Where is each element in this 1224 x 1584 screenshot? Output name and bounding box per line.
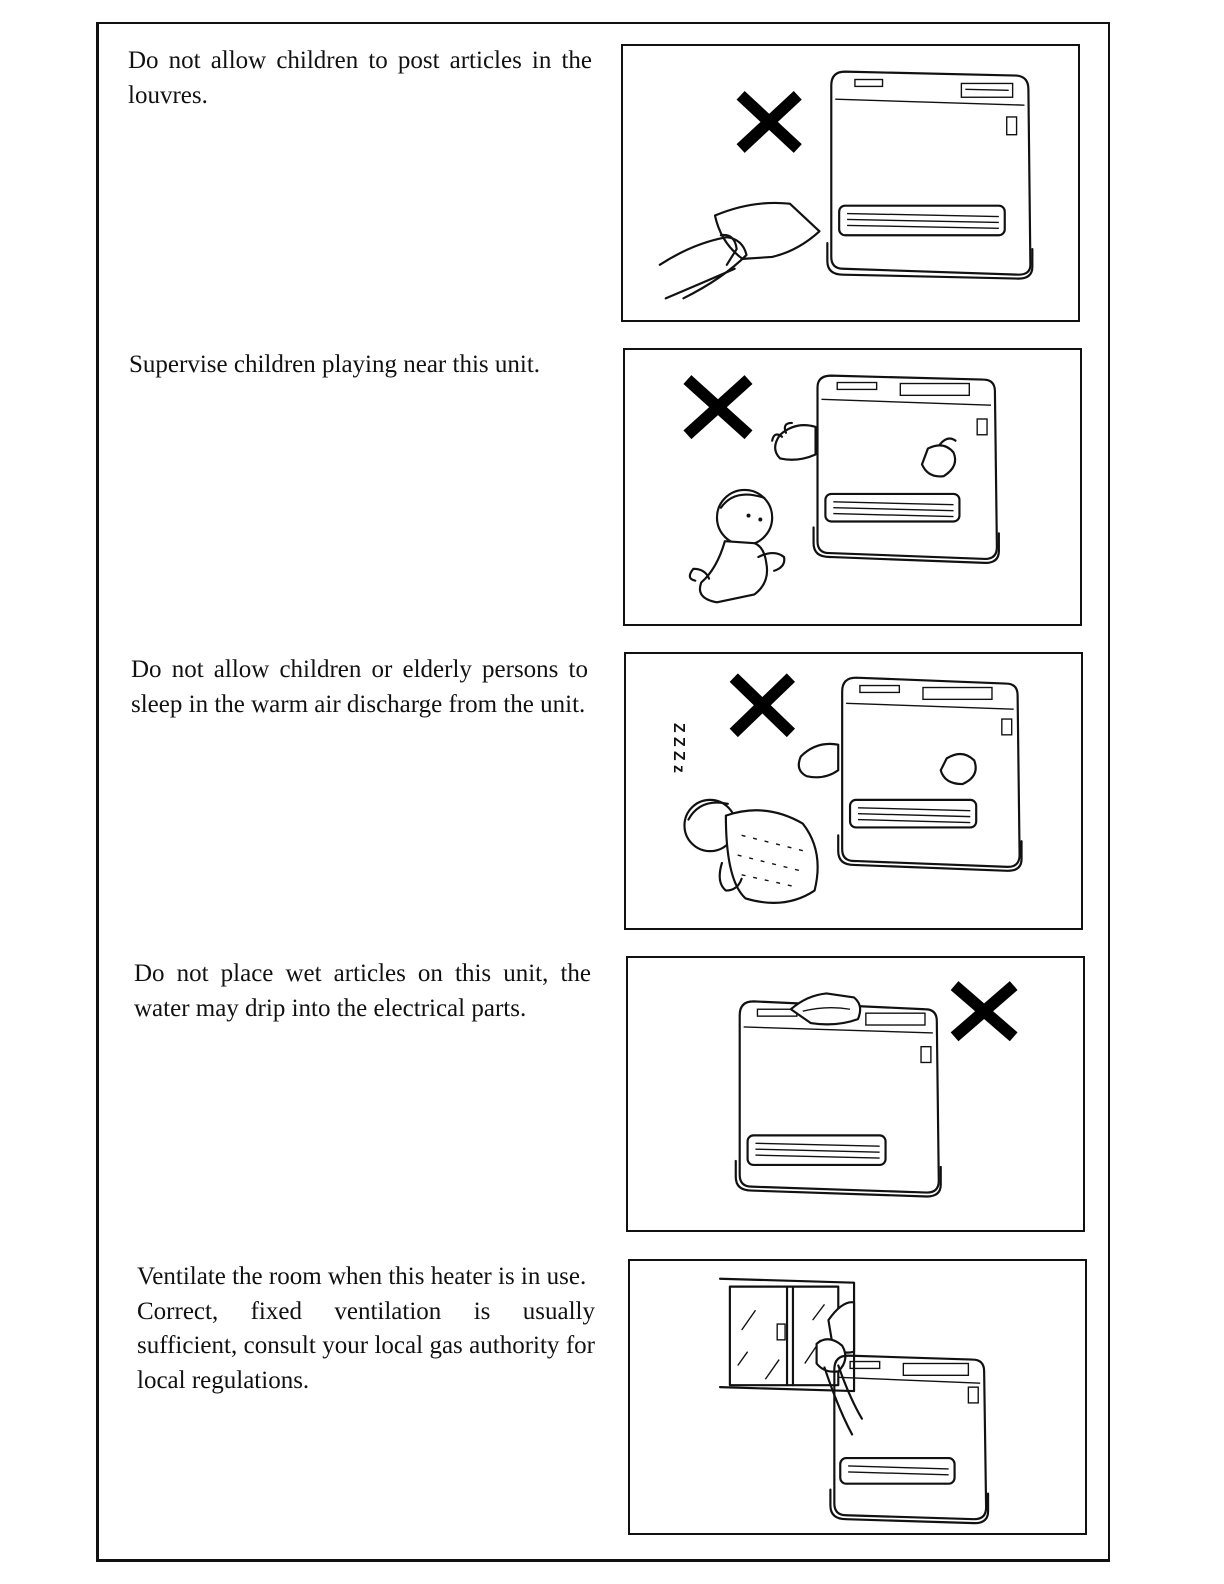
section-3-paragraph: Do not allow children or elderly persons… [131, 656, 588, 718]
wet-article-heater-drawing [734, 981, 1018, 1198]
section-2-text: Supervise children playing near this uni… [129, 348, 588, 383]
section-2-illustration [623, 348, 1082, 626]
sleeping-child-heater-drawing: Z Z Z z [670, 673, 1023, 904]
section-4-illustration [626, 956, 1085, 1232]
hand-opening-window-icon [815, 1338, 864, 1436]
section-1-paragraph: Do not allow children to post articles i… [128, 47, 592, 109]
window-icon [718, 1277, 856, 1393]
section-5-text: Ventilate the room when this heater is i… [137, 1260, 595, 1398]
section-4-paragraph: Do not place wet articles on this unit, … [134, 960, 591, 1022]
section-3-illustration: Z Z Z z [624, 652, 1083, 930]
child-hand-icon [771, 421, 957, 478]
sleeping-child-icon [683, 798, 819, 904]
page-frame [96, 22, 1110, 1562]
ventilation-window-drawing [718, 1277, 990, 1525]
cross-mark-icon [736, 90, 802, 153]
section-1-illustration [621, 44, 1080, 322]
cross-mark-icon [683, 375, 753, 440]
cross-mark-icon [950, 981, 1018, 1042]
heater-icon [812, 374, 1000, 564]
heater-icon [797, 676, 1023, 872]
heater-louvres-drawing [658, 70, 1034, 300]
section-3-text: Do not allow children or elderly persons… [131, 653, 588, 722]
section-4-text: Do not place wet articles on this unit, … [134, 957, 591, 1026]
section-5-paragraph-1: Ventilate the room when this heater is i… [137, 1263, 587, 1290]
sleep-z-icon: Z Z Z z [670, 723, 687, 773]
cross-mark-icon [729, 673, 796, 738]
heater-icon [826, 70, 1034, 280]
toddler-icon [688, 488, 786, 604]
section-5-paragraph-2: Correct, fixed ventilation is usually su… [137, 1297, 595, 1394]
section-2-paragraph: Supervise children playing near this uni… [129, 351, 541, 378]
heater-icon [734, 1000, 942, 1198]
hand-with-cloth-icon [658, 201, 821, 300]
wet-cloth-icon [789, 992, 862, 1026]
section-1-text: Do not allow children to post articles i… [128, 44, 592, 113]
section-5-illustration [628, 1259, 1087, 1535]
heater-icon [829, 1354, 990, 1525]
toddler-heater-drawing [683, 374, 1000, 604]
